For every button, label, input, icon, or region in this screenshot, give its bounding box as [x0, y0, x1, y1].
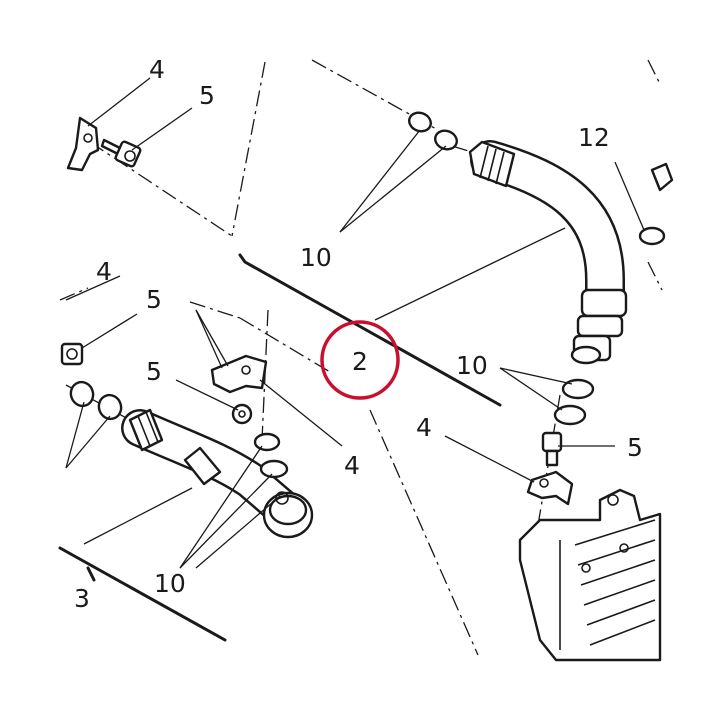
o-rings-right-icon: [553, 378, 595, 426]
callout-5-right: 5: [627, 433, 643, 462]
callout-10-bottom: 10: [154, 569, 186, 598]
callout-4-mid: 4: [96, 257, 112, 286]
bolt-mid-left-icon: [60, 342, 84, 366]
callout-5-mid-b: 5: [146, 357, 162, 386]
bolt-right-icon: [541, 431, 563, 467]
oil-hose-lower-icon: [121, 408, 314, 539]
callout-3: 3: [74, 584, 90, 613]
callout-4-lower: 4: [344, 451, 360, 480]
fitting-top-right-icon: [638, 162, 674, 246]
o-rings-mid-icon: [253, 432, 289, 479]
callout-12: 12: [578, 123, 610, 152]
oil-cooler-icon: [518, 488, 662, 662]
callout-10-top: 10: [300, 243, 332, 272]
hose-clip-right-icon: [526, 470, 574, 506]
oil-hose-upper-icon: [468, 140, 628, 365]
hose-clip-mid-icon: [210, 354, 268, 394]
hose-clip-top-left-icon: [66, 116, 100, 172]
o-rings-mid-left-icon: [69, 380, 123, 421]
callout-2: 2: [352, 347, 368, 376]
callout-5-top: 5: [199, 81, 215, 110]
callout-labels: 4 5 12 10 4 5 5 2 10 4 5 4 10 3: [74, 55, 643, 613]
callout-10-right: 10: [456, 351, 488, 380]
callout-4-top: 4: [149, 55, 165, 84]
callout-5-mid-a: 5: [146, 285, 162, 314]
leader-lines: [65, 77, 645, 569]
callout-4-right: 4: [416, 413, 432, 442]
reference-bars: [58, 253, 502, 642]
o-rings-top-icon: [408, 111, 458, 151]
bolt-mid-icon: [231, 403, 253, 425]
highlight-circle: [320, 320, 400, 400]
